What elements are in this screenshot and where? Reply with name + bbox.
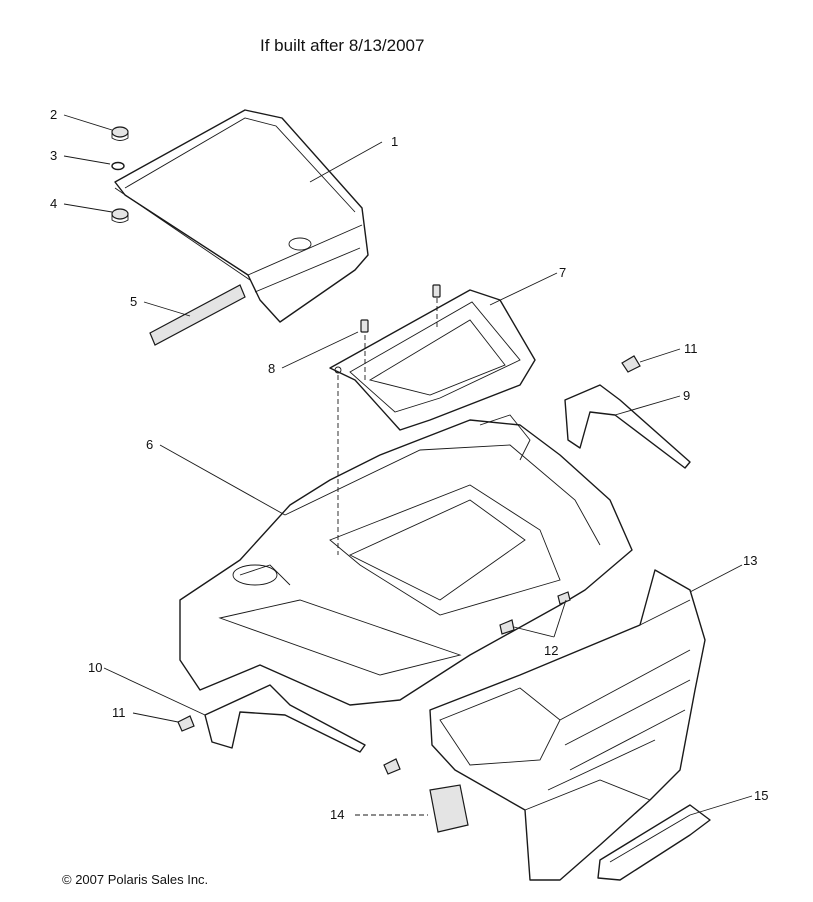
part-9-trim [564,384,691,469]
callout-12: 12 [544,643,558,658]
part-8-screw [360,284,441,333]
leader-lines [63,114,753,816]
part-4-grommet [111,208,129,223]
callout-4: 4 [50,196,57,211]
part-14-decal [429,784,469,833]
callout-6: 6 [146,437,153,452]
part-6-hood [179,414,633,706]
callout-14: 14 [330,807,344,822]
callout-5: 5 [130,294,137,309]
copyright-notice: © 2007 Polaris Sales Inc. [62,872,209,887]
callout-10: 10 [88,660,102,675]
callout-1: 1 [391,134,398,149]
callout-9: 9 [683,388,690,403]
part-2-knob [111,126,129,141]
part-1-lid [114,109,369,323]
callout-2: 2 [50,107,57,122]
callouts: 1 2 3 4 5 6 7 8 9 10 11 11 12 13 14 15 [50,107,768,822]
part-11-rivet [177,355,641,775]
part-3-washer [111,161,125,171]
alignment-lines [337,298,438,555]
callout-8: 8 [268,361,275,376]
part-15-grille [597,804,711,881]
part-7-tray [329,289,536,431]
callout-7: 7 [559,265,566,280]
callout-13: 13 [743,553,757,568]
part-12-bolt [499,591,571,635]
callout-15: 15 [754,788,768,803]
callout-3: 3 [50,148,57,163]
diagram-title: If built after 8/13/2007 [260,36,425,55]
callout-11-top: 11 [684,341,698,356]
part-10-trim [204,684,366,753]
part-5-decal [149,284,246,346]
part-13-bumper [429,569,706,881]
callout-11-left: 11 [112,705,126,720]
